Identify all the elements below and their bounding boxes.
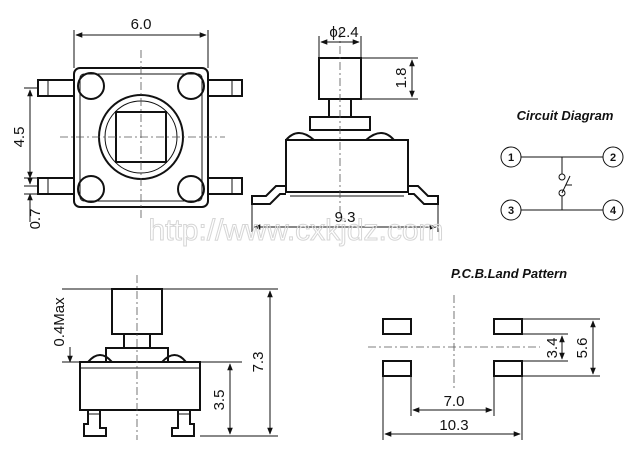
pcb-inner-pitch-dim: 3.4	[544, 338, 561, 359]
actuator-height-dim: 1.8	[393, 68, 410, 89]
top-view-pin-2	[207, 79, 243, 97]
circuit-pin-2	[602, 146, 624, 168]
corner-circle	[177, 72, 205, 100]
body-height-dim: 3.5	[211, 390, 228, 411]
pcb-pad	[382, 360, 412, 377]
side-lead-left	[251, 185, 286, 205]
top-view-width-dim: 6.0	[131, 16, 152, 33]
actuator-diameter-dim: ϕ2.4	[329, 24, 358, 41]
corner-circle	[77, 175, 105, 203]
top-view-pin-1	[37, 79, 75, 97]
circuit-pin-2-label: 2	[610, 152, 616, 164]
stroke-dim: 0.4Max	[51, 297, 68, 347]
circuit-pin-3	[500, 199, 522, 221]
corner-circle	[77, 72, 105, 100]
pcb-pad	[382, 318, 412, 335]
top-view-pin-width-dim: 0.7	[27, 209, 44, 230]
pcb-outer-span-dim: 10.3	[439, 417, 468, 434]
total-width-dim: 9.3	[335, 209, 356, 226]
corner-circle	[177, 175, 205, 203]
circuit-pin-4-label: 4	[610, 205, 617, 217]
circuit-pin-1	[500, 146, 522, 168]
pcb-inner-span-dim: 7.0	[444, 393, 465, 410]
side-view: ϕ2.4 1.8 9.3	[251, 24, 439, 232]
top-view-pin-3	[37, 177, 75, 195]
side-body	[285, 139, 409, 193]
circuit-title: Circuit Diagram	[517, 108, 614, 123]
pcb-pad	[493, 318, 523, 335]
front-view: 0.4Max 7.3 3.5	[51, 275, 278, 440]
circuit-pin-1-label: 1	[508, 152, 514, 164]
pcb-land-pattern: P.C.B.Land Pattern 3.4 5.6 7.0 10.3	[368, 266, 600, 440]
pcb-outer-pitch-dim: 5.6	[574, 338, 591, 359]
circuit-diagram: Circuit Diagram 1 2 3 4	[500, 108, 624, 221]
circuit-pin-4	[602, 199, 624, 221]
total-height-dim: 7.3	[250, 352, 267, 373]
top-view-pin-4	[207, 177, 243, 195]
pcb-title: P.C.B.Land Pattern	[451, 266, 567, 281]
pcb-pad	[493, 360, 523, 377]
front-body	[79, 361, 201, 411]
front-leg-right	[171, 410, 195, 437]
top-view: 6.0 4.5 0.7	[11, 16, 243, 230]
side-lead-right	[408, 185, 439, 205]
top-view-pin-spacing-dim: 4.5	[11, 127, 28, 148]
front-leg-left	[83, 410, 107, 437]
circuit-pin-3-label: 3	[508, 205, 514, 217]
watermark: http://www.cxkjdz.com	[148, 214, 443, 247]
